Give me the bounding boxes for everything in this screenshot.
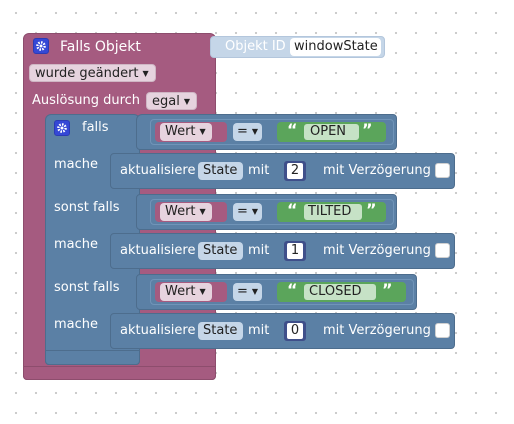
number-block-3[interactable]: 0 [284, 321, 306, 341]
string-value-3: CLOSED [309, 284, 362, 299]
delay-checkbox-1[interactable] [435, 163, 450, 178]
operator-label: = [237, 284, 248, 299]
event-title: Falls Objekt [60, 39, 141, 55]
quote-open-icon: “ [287, 120, 298, 139]
operator-label: = [237, 204, 248, 219]
with-label-1: mit [248, 163, 270, 178]
update-label-1: aktualisiere [120, 163, 196, 178]
gear-icon [57, 123, 67, 133]
delay-checkbox-3[interactable] [435, 323, 450, 338]
if-label: falls [82, 120, 109, 135]
string-value-1: OPEN [310, 124, 347, 139]
update-label-2: aktualisiere [120, 243, 196, 258]
quote-open-icon: “ [287, 200, 298, 219]
quote-close-icon: ” [362, 120, 373, 139]
object-id-value: windowState [294, 39, 378, 54]
settings-gear-icon[interactable] [33, 38, 49, 54]
chevron-down-icon: ▼ [183, 97, 190, 106]
string-value-box-2[interactable] [304, 204, 362, 220]
operator-dropdown-2[interactable]: =▼ [233, 203, 263, 221]
chevron-down-icon: ▼ [251, 287, 259, 296]
wert-label: Wert [165, 284, 196, 299]
number-block-1[interactable]: 2 [284, 161, 306, 181]
with-label-3: mit [248, 323, 270, 338]
chevron-down-icon: ▼ [199, 207, 206, 216]
object-id-label: Objekt ID [225, 39, 286, 54]
event-bottom-bar [23, 366, 216, 380]
chevron-down-icon: ▼ [251, 207, 259, 216]
state-field-1[interactable]: State [198, 162, 244, 180]
chevron-down-icon: ▼ [199, 287, 206, 296]
if-settings-gear-icon[interactable] [54, 120, 70, 136]
delay-checkbox-2[interactable] [435, 243, 450, 258]
state-field-3[interactable]: State [198, 322, 244, 340]
do-label-2: mache [54, 237, 99, 252]
wert-dropdown-3[interactable]: Wert▼ [160, 283, 212, 301]
operator-label: = [237, 124, 248, 139]
chevron-down-icon: ▼ [142, 69, 149, 78]
operator-dropdown-3[interactable]: =▼ [233, 283, 263, 301]
number-value-2: 1 [287, 243, 303, 259]
state-field-2[interactable]: State [198, 242, 244, 260]
state-label: State [203, 323, 238, 338]
quote-open-icon: “ [287, 280, 298, 299]
change-dropdown[interactable]: wurde geändert▼ [29, 64, 156, 82]
number-value-3: 0 [287, 323, 303, 339]
quote-close-icon: ” [366, 200, 377, 219]
with-label-2: mit [248, 243, 270, 258]
change-dropdown-label: wurde geändert [35, 66, 139, 81]
elseif-label-1: sonst falls [54, 200, 120, 215]
string-value-2: TILTED [308, 204, 352, 219]
if-bottom-bar [45, 350, 140, 365]
wert-label: Wert [165, 124, 196, 139]
delay-label-2: mit Verzögerung [323, 243, 431, 258]
wert-label: Wert [165, 204, 196, 219]
elseif-label-2: sonst falls [54, 280, 120, 295]
quote-close-icon: ” [382, 280, 393, 299]
gear-icon [36, 41, 46, 51]
trigger-dropdown-label: egal [152, 94, 180, 109]
delay-label-1: mit Verzögerung [323, 163, 431, 178]
update-block-1[interactable] [110, 153, 455, 189]
update-block-2[interactable] [110, 233, 455, 269]
number-value-1: 2 [287, 163, 303, 179]
object-id-value-box[interactable] [290, 38, 381, 56]
state-label: State [203, 163, 238, 178]
update-block-3[interactable] [110, 313, 455, 349]
chevron-down-icon: ▼ [199, 127, 206, 136]
trigger-label: Auslösung durch [32, 93, 141, 108]
string-value-box-3[interactable] [304, 284, 376, 300]
update-label-3: aktualisiere [120, 323, 196, 338]
wert-dropdown-1[interactable]: Wert▼ [160, 123, 212, 141]
number-block-2[interactable]: 1 [284, 241, 306, 261]
chevron-down-icon: ▼ [251, 127, 259, 136]
wert-dropdown-2[interactable]: Wert▼ [160, 203, 212, 221]
delay-label-3: mit Verzögerung [323, 323, 431, 338]
trigger-dropdown[interactable]: egal▼ [146, 92, 197, 110]
operator-dropdown-1[interactable]: =▼ [233, 123, 263, 141]
state-label: State [203, 243, 238, 258]
do-label-1: mache [54, 157, 99, 172]
string-value-box-1[interactable] [304, 124, 359, 140]
do-label-3: mache [54, 317, 99, 332]
